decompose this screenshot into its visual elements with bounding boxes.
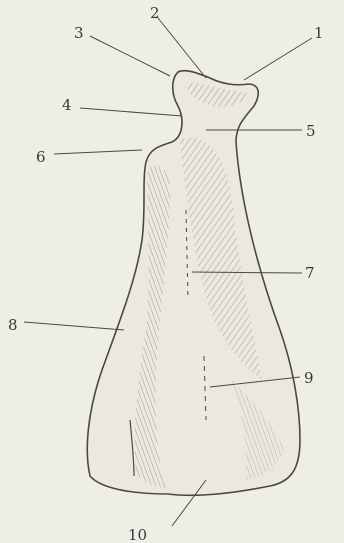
label-6: 6 xyxy=(36,148,46,166)
leader-2 xyxy=(158,18,206,78)
label-1: 1 xyxy=(314,24,324,42)
leader-4 xyxy=(80,108,182,116)
label-8: 8 xyxy=(8,316,18,334)
label-4: 4 xyxy=(62,96,72,114)
label-10: 10 xyxy=(128,526,147,543)
leader-3 xyxy=(90,36,170,76)
label-2: 2 xyxy=(150,4,160,22)
bone-shape xyxy=(87,71,300,496)
label-7: 7 xyxy=(305,264,315,282)
label-3: 3 xyxy=(74,24,84,42)
leader-6 xyxy=(54,150,142,154)
label-5: 5 xyxy=(306,122,316,140)
leader-1 xyxy=(244,38,312,80)
leader-8 xyxy=(24,322,124,330)
label-9: 9 xyxy=(304,369,314,387)
